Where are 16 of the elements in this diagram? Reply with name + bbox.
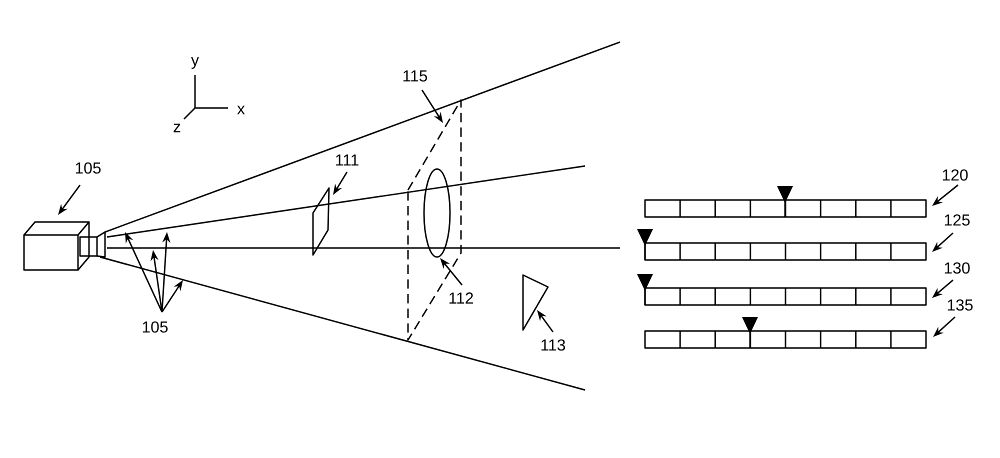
reference-number: 113	[541, 339, 566, 351]
axis-label: x	[237, 106, 245, 114]
reference-number: 130	[944, 262, 970, 274]
axis-label: z	[174, 124, 180, 132]
plane-drawing	[312, 187, 330, 256]
triangle-drawing	[522, 274, 549, 331]
reference-number: 135	[948, 299, 973, 311]
reference-number: 112	[449, 292, 473, 304]
reference-number: 111	[336, 154, 358, 166]
reference-number: 125	[944, 214, 970, 226]
reference-number: 105	[76, 162, 101, 174]
reference-number: 105	[142, 321, 168, 333]
camera-drawing	[23, 221, 106, 271]
axis-label: y	[191, 57, 199, 69]
reference-number: 115	[403, 70, 428, 82]
reference-number: 120	[942, 169, 968, 181]
